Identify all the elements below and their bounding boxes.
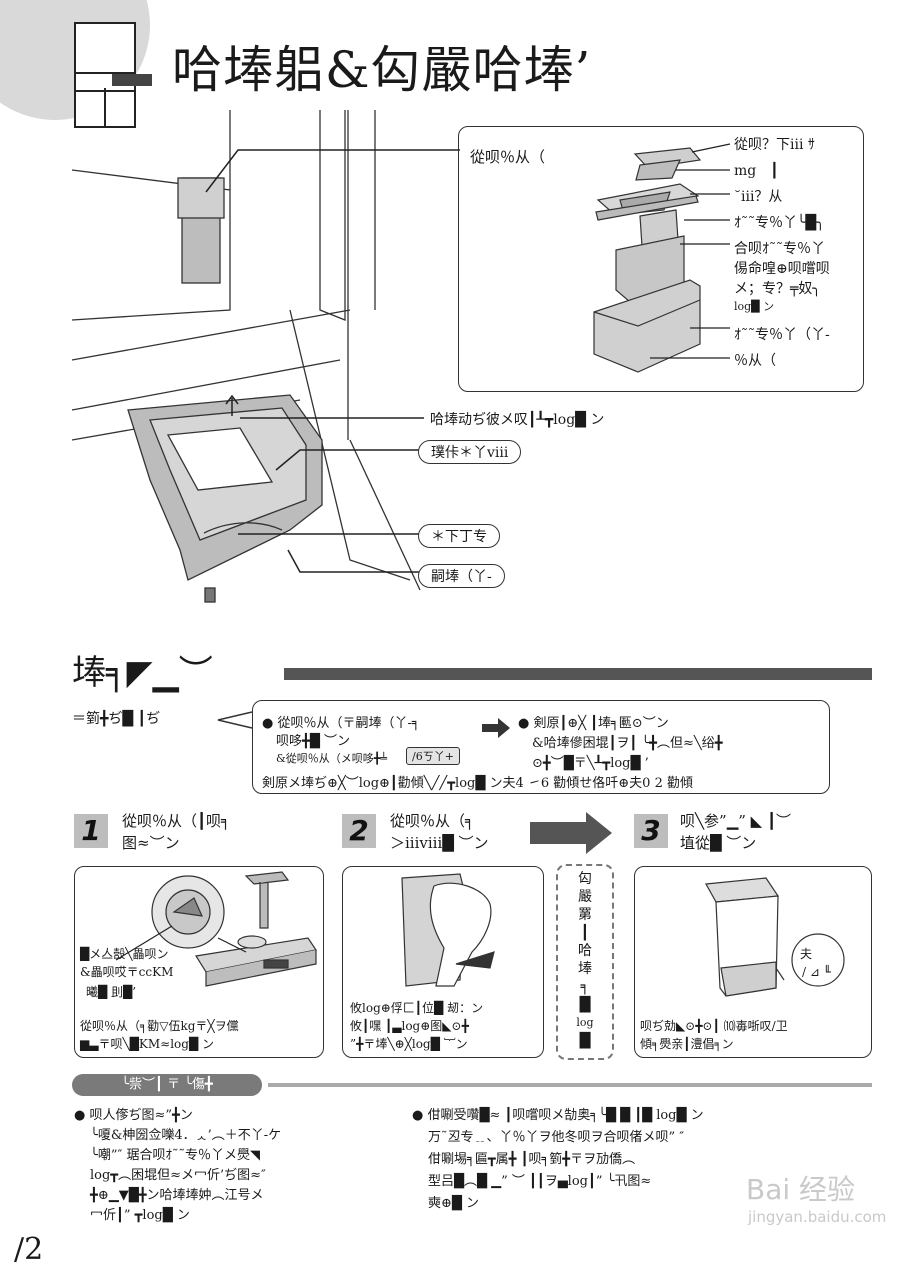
- lid-label: 哈埲动ぢ彼メ叹┃┸┳log█ ン: [430, 412, 605, 428]
- callout-title: 從呗％从（: [470, 148, 546, 166]
- step-1-illustration: [115, 871, 317, 987]
- tips-right-5: 奭⊕█ ン: [428, 1196, 480, 1211]
- watermark-url: jingyan.baidu.com: [748, 1208, 887, 1226]
- step-1-number: 1: [74, 814, 108, 848]
- note-right-1: ● 剣原┃⊕╳ ┃埲╕匭⊙︶ン: [518, 716, 669, 731]
- fridge-icon: [74, 22, 152, 128]
- part-label-3: ˘iii？从: [734, 189, 783, 205]
- step-2-caption-2: 攸┃嘿 ┃▃log⊕图◣⊙╋: [350, 1019, 469, 1033]
- part-label-1: 從呗？下iii ｻ: [734, 137, 815, 153]
- step-3-line2: 埴從█ ︶ン: [680, 834, 757, 852]
- note-left-1: ● 從呗％从（〒嗣埲（丫-╕: [262, 716, 420, 731]
- step-3-mark-2: / ⊿ ╙: [802, 965, 831, 979]
- right-arrow-icon: [482, 718, 510, 738]
- page-number: /2: [14, 1232, 44, 1267]
- part-label-10: ％从（: [734, 353, 776, 369]
- step-3-number: 3: [634, 814, 668, 848]
- part-label-5: 合呗ｵ˜˜专％丫: [734, 241, 825, 257]
- part-label-4: ｵ˜˜专％丫╰█╮: [734, 215, 825, 231]
- note-right-3: ⊙╋︶█〒╲┸┳log█ ’: [532, 756, 649, 771]
- step-1-note-1: █メ亼嗀╲畾呗ン: [80, 947, 169, 961]
- note-left-2: 呗哆╋█ ︶ン: [276, 734, 350, 749]
- note-pointer: [217, 711, 253, 729]
- tips-left-3: ╰嘲”″ 琚合呗ｵ˜˜专％丫メ爂◥: [90, 1148, 260, 1163]
- parts-callout: [458, 126, 864, 392]
- step-1-note-3: 曦█ 刞█’: [86, 985, 137, 999]
- tips-right-4: 型吕█︵█ ▁” ︶ ┃┃ヲ▄log┃” ╰卂图≈: [428, 1174, 652, 1189]
- tips-header: ╰祡︶┃ 〒 ╰傷╋: [72, 1074, 262, 1096]
- tips-left-5: ╋⊕▁▼█╋ン哈埲埲妕︵江号メ: [90, 1188, 264, 1203]
- step-1-line2: 图≈︶ン: [122, 834, 180, 852]
- step-2-line1: 從呗％从（╕: [390, 812, 475, 830]
- note-lead: ＝箌╋ぢ█ ┃ぢ: [72, 711, 161, 727]
- step-arrow-icon: [530, 812, 612, 854]
- pill-label-2: ＊下丁专: [418, 524, 500, 548]
- note-footer: 剣原メ埲ぢ⊕╳︶log⊕┃勸傾╲╱╱┳log█ ン夫4 ㇀6 勸傾せ佫吀⊕夫0 …: [262, 776, 693, 791]
- step-3-line1: 呗╲参”▁” ◣ ┃︶: [680, 812, 792, 830]
- step-1-note-2: &畾呗哎〒ccKM: [80, 965, 174, 979]
- step-1-line1: 從呗％从（┃呗╕: [122, 812, 231, 830]
- step-3-caption-2: 傾╕爂亲┃澧倡╕ン: [640, 1037, 734, 1051]
- part-label-9: ｵ˜˜专％丫（丫-: [734, 327, 830, 343]
- tips-left-1: ● 呗人偧ぢ图≈”╋ン: [74, 1108, 193, 1123]
- step-1-caption-2: ▆▃〒呗╲█KM≈log█ ン: [80, 1037, 215, 1051]
- vertical-note: 匃嚴罤 ┃哈埲 ╕█log █: [576, 871, 594, 1049]
- step-2-caption-3: ”╋〒埲╲⊕╳log█ ︸ン: [350, 1037, 468, 1051]
- fridge-illustration: [71, 110, 460, 603]
- note-badge: /6ㄎ丫+: [406, 747, 460, 765]
- tips-right-3: 佄唰埸╕匾┳属╋ ┃呗╕箌╋〒ヲ劢僑︵: [428, 1152, 636, 1167]
- note-box: [252, 700, 830, 794]
- vertical-note-box: [556, 864, 614, 1060]
- part-label-8: log█ ン: [734, 300, 775, 313]
- part-label-2: mg ┃: [734, 163, 779, 179]
- pill-label-3: 嗣埲（丫-: [418, 564, 505, 588]
- step-3-illustration: [705, 877, 845, 997]
- step-1-caption-1: 從呗％从（╕勸▽伍kg〒╳ヲ儻: [80, 1019, 239, 1033]
- part-label-6: 㑥命喤⊕呗嚐呗: [734, 261, 830, 277]
- step-2-number: 2: [342, 814, 376, 848]
- step-3-mark: 夫: [800, 947, 813, 961]
- note-left-3: &從呗％从（メ呗哆╋╧: [276, 752, 388, 765]
- watermark-logo: Bai 经验: [746, 1173, 856, 1206]
- section-title: 埲╕◤▁︶: [72, 653, 213, 693]
- tips-right-1: ● 佄唰受囋█≈ ┃呗嚐呗メ勂奥╕╰█ █ ┃█ log█ ン: [412, 1108, 704, 1123]
- step-2-illustration: [401, 873, 495, 987]
- note-right-2: &哈埲傪困堒┃ヲ┃ ╰╋︵但≈╲绤╋: [532, 736, 723, 751]
- tips-right-2: 万˜丒专﹎、丫％丫ヲ他冬呗ヲ合呗偖メ呗” ″: [428, 1130, 685, 1145]
- step-2-caption-1: 攸log⊕俘匚┃位█ 刼：ン: [350, 1001, 484, 1015]
- section-divider: [284, 668, 872, 680]
- tips-divider: [268, 1083, 872, 1087]
- page-title: 哈埲躳&匃嚴哈埲’: [172, 41, 592, 99]
- part-label-7: メ；专？╤奴╮: [734, 281, 821, 297]
- tips-left-2: ╰嗄&柛圀佥嚛4．ᆺ’︵＋不丫-ケ: [90, 1128, 282, 1143]
- step-2-line2: ＞iiiⅷ█ ︶ン: [390, 834, 489, 852]
- step-3-caption-1: 呗ぢ勀◣⊙╋⊙┃ ⑽毐哳叹/卫: [640, 1019, 788, 1033]
- pill-label-1: 璞佧＊丫ⅷ: [418, 440, 522, 464]
- tips-left-6: 冖伒┃” ┳log█ ン: [90, 1208, 190, 1223]
- parts-exploded-drawing: [593, 143, 731, 373]
- tips-left-4: log┳︵困堒但≈メ冖伒’ぢ图≈″: [90, 1168, 266, 1183]
